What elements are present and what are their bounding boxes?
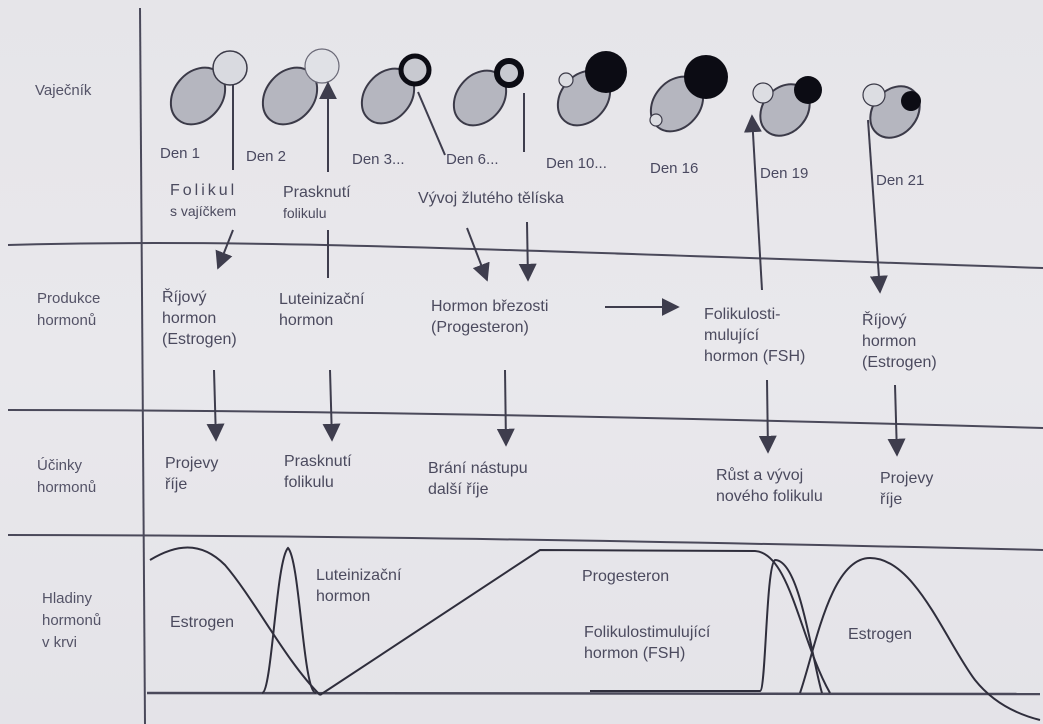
ovary-4 <box>452 58 524 127</box>
arrow-follicle-to-estrogen <box>215 229 234 270</box>
ovary-5 <box>556 51 627 127</box>
estrogen-production: Říjový hormon (Estrogen) <box>162 289 237 348</box>
curve-label-estrogen-1: Estrogen <box>170 614 235 631</box>
arrow-estrogen-to-heat <box>206 369 225 442</box>
connector-arrows <box>206 81 906 457</box>
ovary-1 <box>169 50 248 126</box>
arrow-lh-to-rupture <box>322 369 341 442</box>
curve-label-lh: Luteinizační hormon <box>316 567 402 605</box>
estrogen-curve-1 <box>149 546 321 696</box>
effect-block: Brání nástupu další říje <box>428 460 528 498</box>
arrow-ovary8-to-estrogen <box>867 119 888 294</box>
row-label-ovary: Vaječník <box>35 82 92 99</box>
ovary-8 <box>862 83 921 139</box>
effect-rupture: Prasknutí folikulu <box>284 453 352 491</box>
ovary-6 <box>649 55 728 133</box>
day-label: Den 16 <box>650 160 699 177</box>
arrow-estrogen-to-heat-2 <box>887 384 906 457</box>
row-label-production: Produkce hormonů <box>37 290 101 329</box>
lh-curve <box>261 546 317 694</box>
curve-label-fsh: Folikulostimulující hormon (FSH) <box>584 624 711 662</box>
day-label: Den 19 <box>760 165 809 182</box>
row-divider-3 <box>7 534 1043 551</box>
ovary-7 <box>752 76 822 137</box>
day-label: Den 6... <box>446 151 499 168</box>
arrow-to-progesterone-1 <box>466 227 490 282</box>
arrow-fsh-to-ovary7 <box>743 114 763 291</box>
progesterone-curve <box>319 548 831 696</box>
row-label-effects: Účinky hormonů <box>37 457 97 496</box>
day-label: Den 21 <box>876 172 925 189</box>
effect-heat-1: Projevy říje <box>165 455 219 493</box>
fsh-curve <box>590 558 823 694</box>
effect-growth: Růst a vývoj nového folikulu <box>716 467 823 505</box>
curve-label-progesterone: Progesteron <box>582 568 670 585</box>
follicle-note: Folikul s vajíčkem <box>170 182 238 219</box>
arrow-to-progesterone-2 <box>518 221 537 282</box>
row-divider-1 <box>7 241 1043 269</box>
ovary-3 <box>360 53 432 125</box>
day-label: Den 10... <box>546 155 607 172</box>
estrogen-curve-2 <box>799 556 1041 721</box>
arrow-fsh-to-growth <box>758 379 777 454</box>
ovary3-stem <box>417 91 446 156</box>
estrogen-production-2: Říjový hormon (Estrogen) <box>862 312 937 371</box>
rupture-note: Prasknutí folikulu <box>283 184 351 221</box>
fsh-production: Folikulosti- mulující hormon (FSH) <box>704 306 806 365</box>
chart-baseline <box>146 691 1041 696</box>
arrow-progesterone-to-block <box>496 369 515 447</box>
row-divider-2 <box>7 409 1043 429</box>
effect-heat-2: Projevy říje <box>880 470 934 508</box>
lh-production: Luteinizační hormon <box>279 291 365 329</box>
ovary-2 <box>261 48 340 126</box>
row-label-blood-levels: Hladiny hormonů v krvi <box>42 590 102 651</box>
day-label: Den 2 <box>246 148 287 165</box>
curve-label-estrogen-2: Estrogen <box>848 626 913 643</box>
hormone-curves <box>149 546 1041 721</box>
corpus-luteum-note: Vývoj žlutého tělíska <box>418 190 564 207</box>
day-label: Den 3... <box>352 151 405 168</box>
progesterone-production: Hormon březosti (Progesteron) <box>431 298 549 336</box>
column-divider <box>139 7 146 724</box>
day-label: Den 1 <box>160 145 201 162</box>
